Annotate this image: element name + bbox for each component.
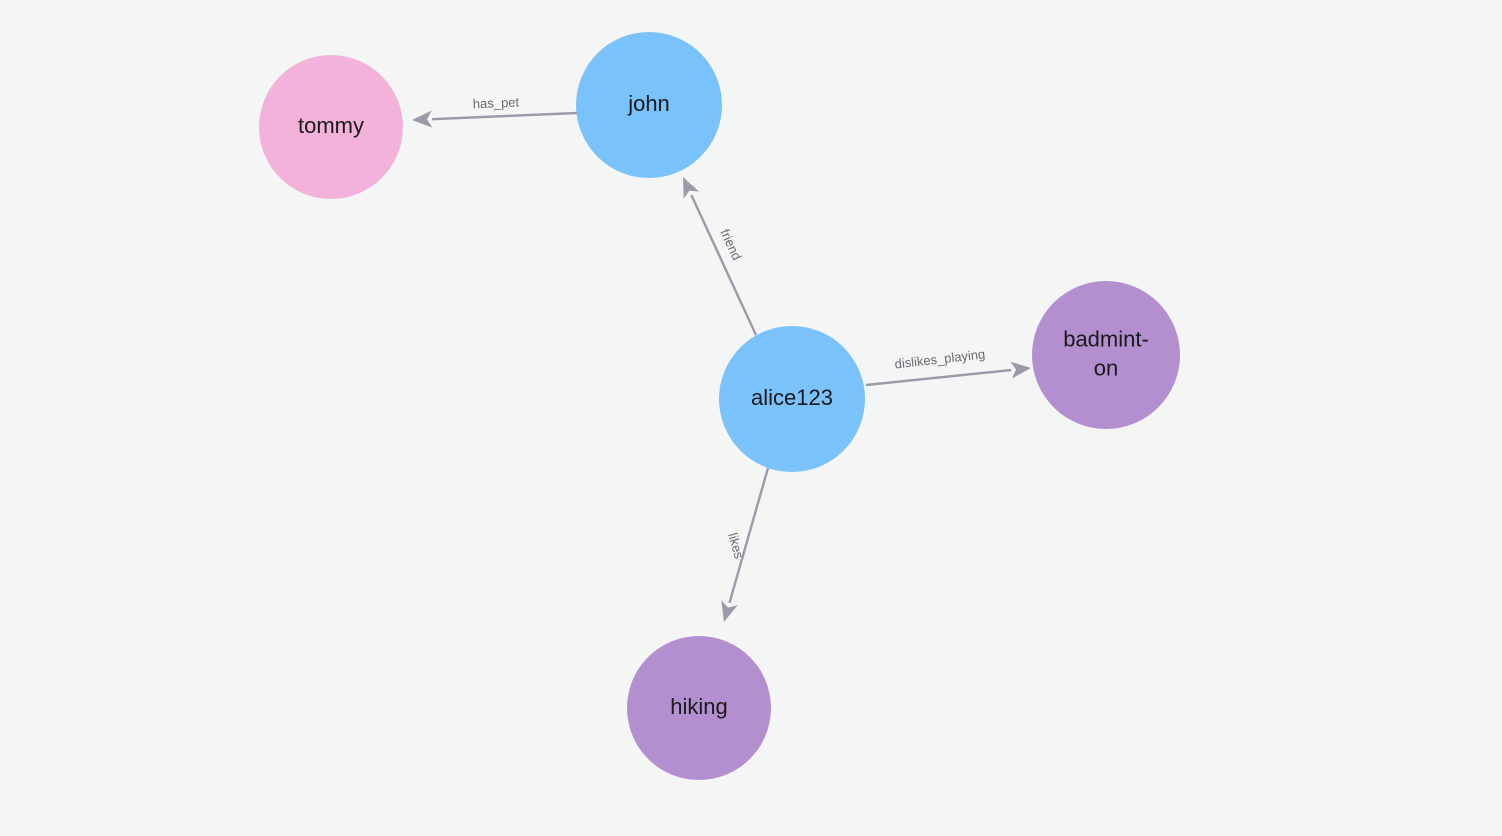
edge-line (865, 368, 1012, 387)
edge-line (431, 111, 578, 121)
edge-label: friend (717, 227, 744, 263)
edge-label: dislikes_playing (894, 346, 986, 371)
node-circle[interactable] (259, 55, 403, 199)
graph-node-badminton[interactable]: badmint-on (1032, 281, 1180, 429)
node-circle[interactable] (1032, 281, 1180, 429)
graph-node-john[interactable]: john (576, 32, 722, 178)
graph-node-tommy[interactable]: tommy (259, 55, 403, 199)
node-circle[interactable] (627, 636, 771, 780)
edge-arrowhead (412, 110, 433, 128)
node-circle[interactable] (576, 32, 722, 178)
edge-arrowhead (1010, 361, 1031, 379)
edge-line (728, 467, 770, 604)
graph-edge[interactable]: dislikes_playing (865, 346, 1031, 387)
edge-line (690, 194, 758, 336)
edge-label: has_pet (473, 94, 520, 111)
edge-arrowhead (683, 177, 700, 199)
graph-node-hiking[interactable]: hiking (627, 636, 771, 780)
graph-node-alice123[interactable]: alice123 (719, 326, 865, 472)
graph-edge[interactable]: has_pet (412, 94, 578, 128)
nodes-layer: tommy john alice123 badmint-on hiking (259, 32, 1180, 780)
node-circle[interactable] (719, 326, 865, 472)
graph-edge[interactable]: friend (683, 177, 758, 336)
edge-arrowhead (721, 600, 738, 622)
graph-edge[interactable]: likes (721, 467, 770, 622)
